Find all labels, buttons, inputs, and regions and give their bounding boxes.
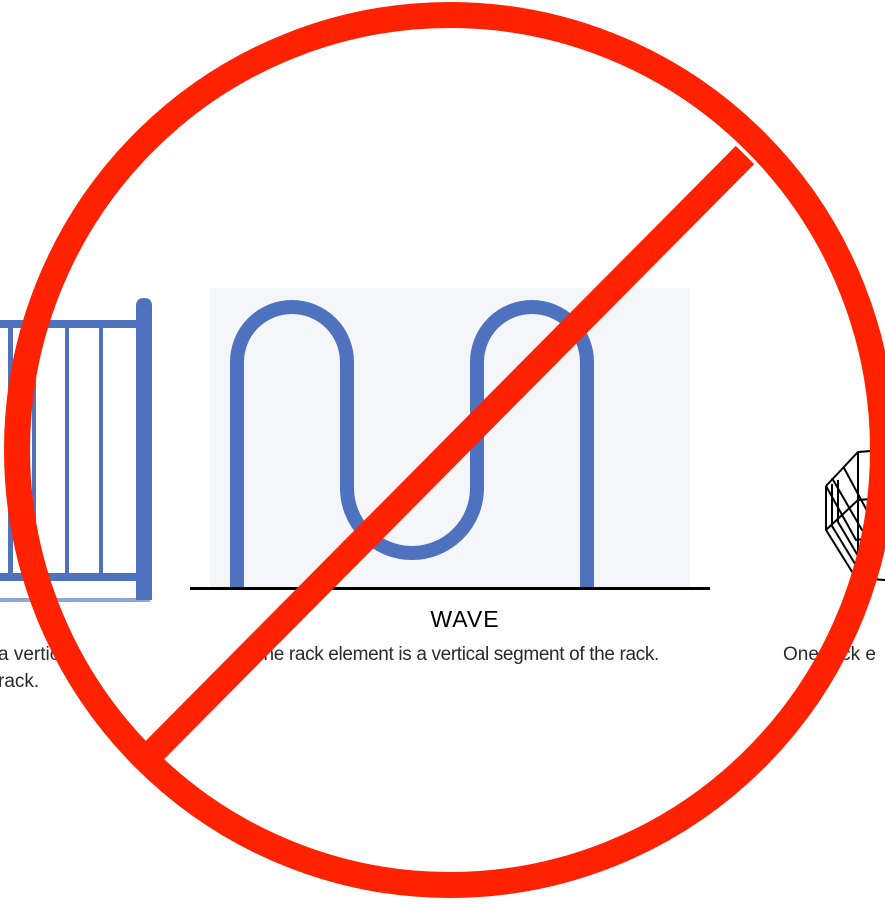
grid-rack-bar-2	[32, 322, 36, 578]
wave-title: WAVE	[430, 606, 500, 632]
wave-caption: One rack element is a vertical segment o…	[249, 644, 659, 665]
grid-rack-end-post	[136, 298, 152, 600]
wave-ground-line	[190, 587, 710, 590]
grid-rack-base	[0, 598, 150, 602]
grid-rack-icon	[0, 298, 152, 602]
right-caption: One rack e	[783, 644, 876, 665]
left-caption-line-2: rack.	[0, 671, 40, 692]
grid-rack-bar-1	[8, 322, 13, 578]
grid-rack-bottom-rail	[0, 573, 140, 581]
grid-rack-bar-3	[65, 322, 69, 578]
grid-rack-top-rail	[0, 320, 140, 328]
wireframe-rack-icon	[825, 449, 885, 581]
left-caption-line-1: a vertical	[0, 644, 75, 665]
grid-rack-bar-4	[99, 322, 103, 578]
